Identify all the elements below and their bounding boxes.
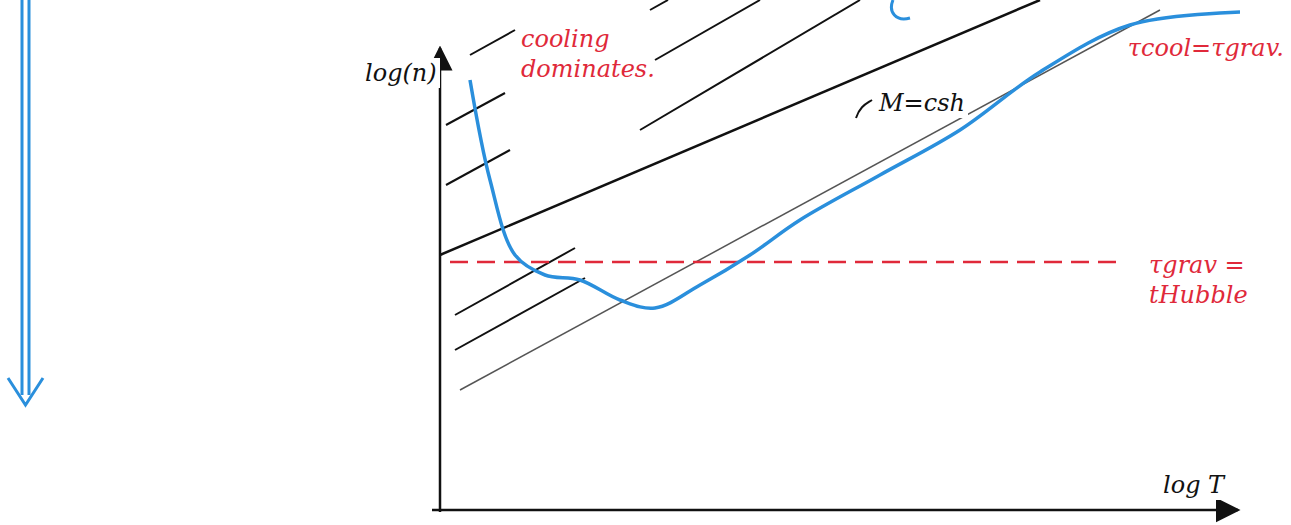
hatching [446,0,860,350]
curve-fragment [892,0,910,19]
line-label: τgrav = tHubble [1146,250,1277,310]
jeans-line [460,10,1160,390]
axis-label: log(n) [362,58,440,88]
axis-label: log T [1160,470,1227,500]
x-axis [432,509,1238,512]
flow-arrow [8,0,43,405]
region-label: cooling dominates. [518,24,654,84]
y-axis [439,48,442,512]
hubble-line [450,261,1120,264]
boundary-line [440,0,1040,255]
leader-tick [856,100,872,118]
curve-label: τcool=τgrav. [1125,33,1287,63]
line-label: M=csh [876,88,968,118]
